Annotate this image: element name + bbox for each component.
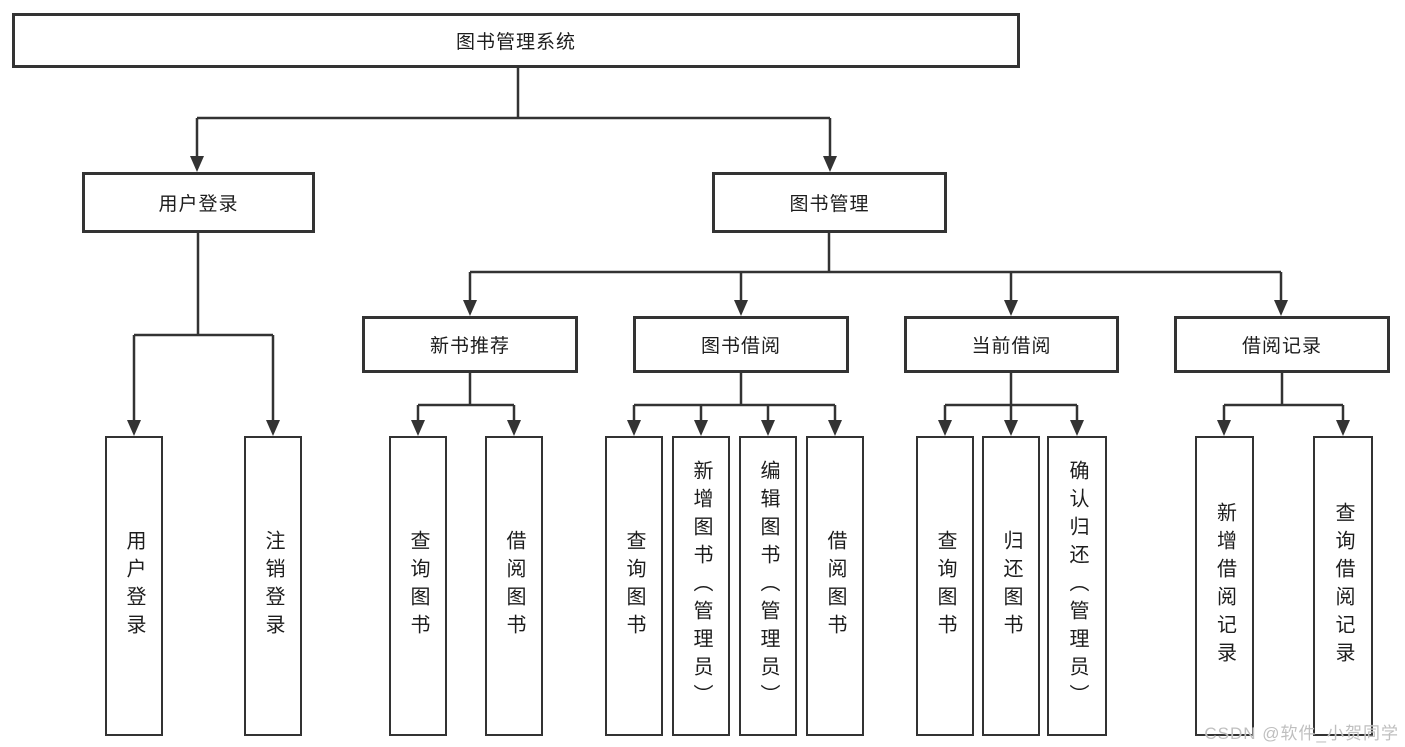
node-book-borrow: 图书借阅: [633, 316, 849, 373]
leaf-borrow-edit-book-admin: 编辑图书（管理员）: [739, 436, 797, 736]
arrowheads: [127, 156, 1350, 436]
leaf-rec-query-book: 查询图书: [389, 436, 447, 736]
csdn-watermark: CSDN @软件_小贺同学: [1204, 724, 1399, 743]
node-user-login: 用户登录: [82, 172, 315, 233]
leaf-current-confirm-return-admin: 确认归还（管理员）: [1047, 436, 1107, 736]
leaf-user-login: 用户登录: [105, 436, 163, 736]
node-borrow-records: 借阅记录: [1174, 316, 1390, 373]
leaf-records-query-record: 查询借阅记录: [1313, 436, 1373, 736]
leaf-logout: 注销登录: [244, 436, 302, 736]
leaf-borrow-query-book: 查询图书: [605, 436, 663, 736]
node-new-book-recommend: 新书推荐: [362, 316, 578, 373]
leaf-current-return-book: 归还图书: [982, 436, 1040, 736]
node-library-management-system: 图书管理系统: [12, 13, 1020, 68]
leaf-borrow-add-book-admin: 新增图书（管理员）: [672, 436, 730, 736]
node-book-management: 图书管理: [712, 172, 947, 233]
node-current-borrow: 当前借阅: [904, 316, 1119, 373]
leaf-borrow-borrow-book: 借阅图书: [806, 436, 864, 736]
leaf-rec-borrow-book: 借阅图书: [485, 436, 543, 736]
leaf-records-add-record: 新增借阅记录: [1195, 436, 1254, 736]
leaf-current-query-book: 查询图书: [916, 436, 974, 736]
